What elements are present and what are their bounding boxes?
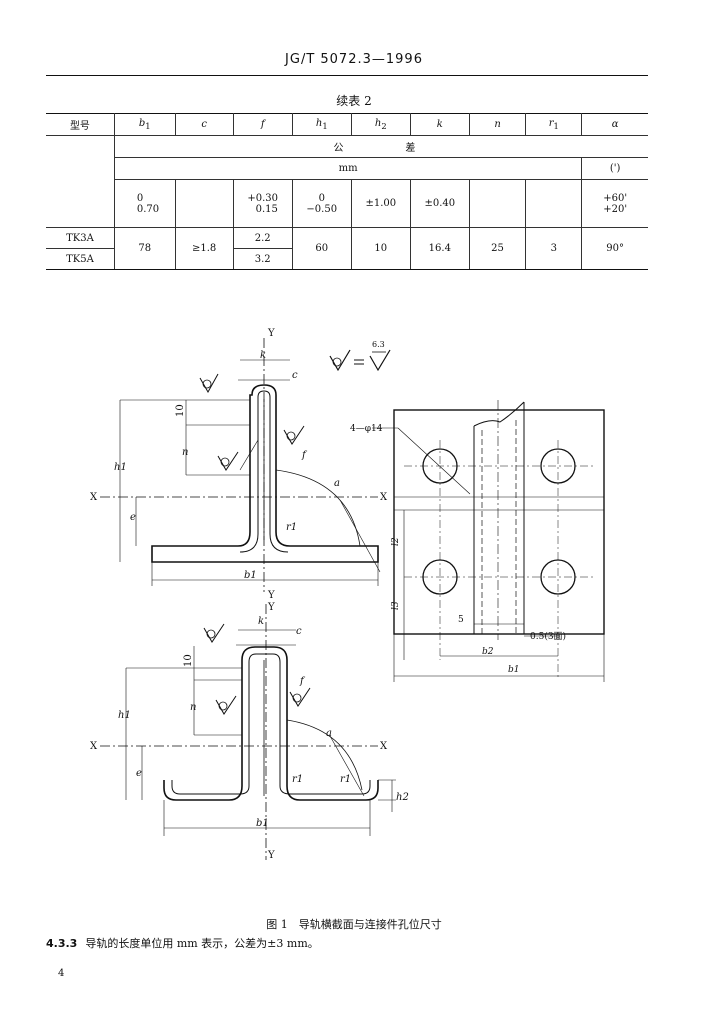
label-5: 5 [458,615,464,625]
col-model: 型号 [46,113,115,136]
tol-n [468,179,527,228]
cell-c: ≥1.8 [174,227,234,270]
cell-r1: 3 [525,227,583,270]
table-row: TK5A 3.2 [46,248,648,270]
label-10: 10 [175,404,186,417]
label-f-bottom: f [299,676,306,687]
cell-h1: 60 [291,227,352,270]
col-alpha: α [581,113,648,136]
table-row: TK3A 78 ≥1.8 2.2 60 10 16.4 25 3 90° [46,227,648,270]
label-x-bottom-left: X [90,741,98,752]
label-r1: r1 [286,522,297,533]
unit-row: mm (') [46,157,648,180]
clause-text: 导轨的长度单位用 mm 表示，公差为±3 mm。 [85,937,319,950]
col-r1: r1 [525,113,583,136]
col-k: k [409,113,470,136]
tolerance-values-row: 0 0.70 +0.30 0.15 0 −0.50 ±1.00 ±0.40 +6… [46,179,648,228]
cell-alpha: 90° [581,227,648,270]
page-number: 4 [58,968,65,979]
tol-alpha: +60' +20' [581,179,648,228]
tolerance-label: 公 差 [113,135,648,158]
col-b1: b1 [113,113,176,136]
row-model-tk5a: TK5A [46,248,115,270]
label-b1-bottom: b1 [256,818,269,829]
cell-k: 16.4 [409,227,470,270]
label-c: c [292,370,298,381]
label-a: a [334,478,340,489]
label-k: k [260,350,266,361]
finish-note: 0.5(3面) [530,631,566,642]
col-c: c [174,113,234,136]
label-b1-holes: b1 [508,665,520,675]
label-y-bottom: Y [267,602,275,613]
label-l2: l2 [391,537,401,546]
unit-mm: mm [113,157,583,180]
label-holes: 4—φ14 [350,424,383,434]
clause-number: 4.3.3 [46,937,78,950]
finish-symbol-legend: 6.3 [329,340,391,372]
col-h2: h2 [350,113,411,136]
table-caption: 续表 2 [336,94,372,108]
label-10-bottom: 10 [183,654,194,667]
label-n: n [182,447,188,458]
guide-rail-drawing: Y Y X X k c f a n 10 h1 e b1 r1 6.3 [90,328,605,861]
label-x-bottom-right: X [380,741,388,752]
standard-header: JG/T 5072.3—1996 [285,52,423,67]
row-model-tk3a: TK3A [46,227,115,249]
top-profile [100,338,381,592]
label-h1: h1 [114,462,127,473]
finish-value: 6.3 [372,340,385,349]
col-h1: h1 [291,113,352,136]
tol-r1 [525,179,583,228]
header-rule [46,75,648,76]
cell-n: 25 [468,227,527,270]
cell-f-tk3a: 2.2 [232,227,293,249]
label-r1-bottom-a: r1 [292,774,303,785]
label-y-top-bottom: Y [267,590,275,601]
cell-b1: 78 [113,227,176,270]
label-a-bottom: a [326,728,332,739]
tol-k: ±0.40 [409,179,470,228]
figure-caption: 图 1 导轨横截面与连接件孔位尺寸 [266,918,442,931]
col-f: f [232,113,293,136]
label-e-bottom: e [136,768,142,779]
label-c-bottom: c [296,626,302,637]
label-x-right: X [380,492,388,503]
label-y-bottom-end: Y [267,850,275,861]
label-h2: h2 [396,792,409,803]
col-n: n [468,113,527,136]
unit-deg: (') [581,157,648,180]
tol-f: +0.30 0.15 [232,179,293,228]
bottom-profile [100,604,396,860]
label-r1-bottom-b: r1 [340,774,351,785]
tolerance-label-row: 公 差 [46,135,648,228]
label-b1: b1 [244,570,257,581]
spec-table: 型号 b1 c f h1 h2 k n r1 α 公 差 mm (') 0 0.… [46,113,648,270]
cell-h2: 10 [350,227,411,270]
label-n-bottom: n [190,702,196,713]
tol-b1: 0 0.70 [113,179,176,228]
label-h1-bottom: h1 [118,710,131,721]
label-x-left: X [90,492,98,503]
tol-h2: ±1.00 [350,179,411,228]
cell-f-tk5a: 3.2 [232,248,293,270]
label-y-top: Y [267,328,275,339]
hole-pattern-view [372,400,605,682]
table-header-row: 型号 b1 c f h1 h2 k n r1 α [46,113,648,136]
clause-4-3-3: 4.3.3 导轨的长度单位用 mm 表示，公差为±3 mm。 [46,935,319,951]
label-f: f [301,450,308,461]
label-e: e [130,512,136,523]
label-k-bottom: k [258,616,264,627]
tol-c [174,179,234,228]
tol-h1: 0 −0.50 [291,179,352,228]
label-b2: b2 [482,647,494,657]
label-l3: l3 [391,601,401,610]
